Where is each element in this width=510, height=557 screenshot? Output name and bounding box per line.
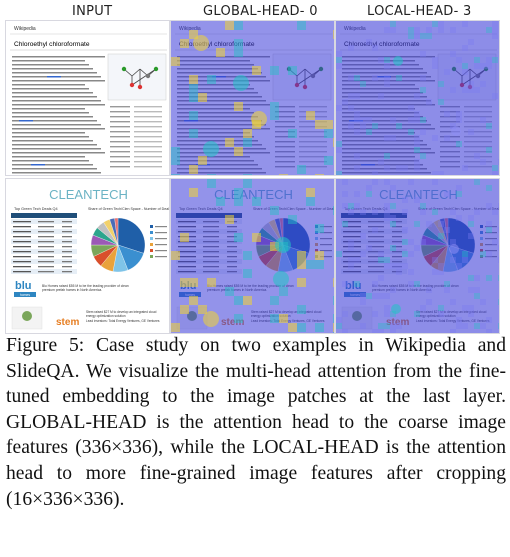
- figure-caption: Figure 5: Case study on two examples in …: [6, 333, 506, 512]
- deals-table-title: Top Green Tech Deals Q4: [14, 207, 58, 211]
- blu-logo-sub: homes: [20, 293, 30, 297]
- pie-slice: [114, 217, 119, 246]
- wiki-article-title: Chloroethyl chloroformate: [14, 41, 90, 48]
- wiki-body-text: [12, 56, 105, 174]
- caption-text: Case study on two examples in Wikipedia …: [6, 335, 506, 510]
- stem-logo-text: stem: [56, 317, 79, 328]
- stem-description: Stem raised $27 M to develop an integrat…: [86, 310, 157, 314]
- global-attention-heatmap: [171, 179, 334, 333]
- stem-investors: Lead investors: Total Energy Ventures, G…: [86, 319, 160, 323]
- attention-hotspot: [391, 304, 401, 314]
- local-attention-heatmap: [336, 179, 499, 333]
- column-header-input: INPUT: [72, 4, 113, 19]
- stem-logo: [11, 306, 43, 330]
- pie-chart: Share of Green Tech/Clen Space - Number …: [88, 207, 170, 273]
- attention-hotspot: [203, 141, 219, 157]
- molecule-image: [121, 66, 159, 90]
- attention-hotspot: [193, 35, 209, 51]
- deals-table: Top Green Tech Deals Q4: [11, 207, 77, 274]
- caption-label: Figure 5:: [6, 335, 85, 356]
- attention-hotspot: [273, 271, 289, 287]
- wiki-infobox: [107, 53, 167, 168]
- blu-description: Blu Homes raised $55 M to be the leading…: [42, 284, 129, 288]
- pie-chart-title: Share of Green Tech/Clen Space - Number …: [88, 207, 170, 211]
- attention-hotspot: [393, 56, 403, 66]
- attention-hotspot: [233, 75, 249, 91]
- wiki-site-name: Wikipedia: [14, 26, 36, 32]
- attention-hotspot: [203, 311, 219, 327]
- column-header-global-head: GLOBAL-HEAD- 0: [203, 4, 318, 19]
- blu-description-2: premium prefab homes in North America.: [42, 288, 102, 292]
- attention-hotspot: [451, 126, 461, 136]
- global-attention-heatmap: [171, 21, 334, 175]
- attention-hotspot: [275, 237, 291, 253]
- blu-logo-text: blu: [15, 280, 32, 292]
- local-attention-heatmap: [336, 21, 499, 175]
- pie-slice: [117, 217, 146, 254]
- attention-hotspot: [251, 111, 267, 127]
- slide-title: CLEANTECH: [49, 187, 128, 202]
- slide-input-panel: CLEANTECH Top Green Tech Deals Q4 Share of…: [5, 178, 170, 334]
- stem-description-2: energy optimization solution: [86, 314, 126, 318]
- attention-hotspot: [449, 244, 459, 254]
- column-header-local-head: LOCAL-HEAD- 3: [367, 4, 472, 19]
